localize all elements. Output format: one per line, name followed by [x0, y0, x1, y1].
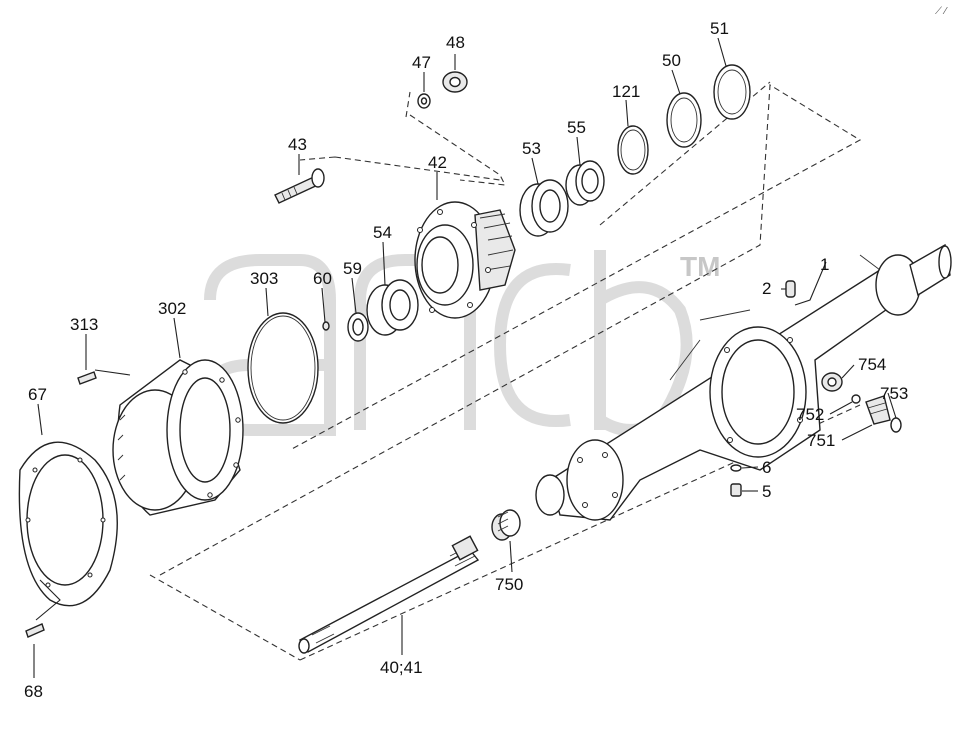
label-54: 54 [373, 223, 392, 242]
axle-housing [535, 243, 952, 521]
planet-carrier-drum [112, 359, 244, 516]
outer-bearing [519, 179, 569, 237]
label-51: 51 [710, 19, 729, 38]
hub-group-outline [299, 91, 506, 186]
label-750: 750 [495, 575, 523, 594]
seal-ring-50 [666, 92, 702, 148]
label-754: 754 [858, 355, 886, 374]
label-42: 42 [428, 153, 447, 172]
spacer-ring [565, 160, 605, 206]
label-302: 302 [158, 299, 186, 318]
lock-washer [347, 312, 369, 342]
seal-ring-51 [713, 64, 751, 120]
label-121: 121 [612, 82, 640, 101]
label-313: 313 [70, 315, 98, 334]
fitting-nut [821, 372, 843, 392]
small-screw [322, 321, 330, 331]
inner-bearing [366, 279, 419, 336]
wheel-stud [274, 168, 325, 204]
label-752: 752 [796, 405, 824, 424]
snap-ring-121 [617, 125, 649, 175]
fitting-ring [890, 417, 902, 433]
fitting-valve [865, 395, 891, 425]
leader-lines [33, 37, 897, 678]
corner-mark: ⟋ ⁄ [935, 6, 948, 17]
washer-47 [417, 93, 431, 109]
label-67: 67 [28, 385, 47, 404]
wheel-hub [414, 201, 516, 319]
gasket [18, 441, 118, 607]
label-2: 2 [762, 279, 771, 298]
spline-sleeve [491, 509, 521, 541]
label-5: 5 [762, 482, 771, 501]
label-53: 53 [522, 139, 541, 158]
label-68: 68 [24, 682, 43, 701]
breather-plug [785, 280, 796, 298]
label-47: 47 [412, 53, 431, 72]
label-59: 59 [343, 259, 362, 278]
label-55: 55 [567, 118, 586, 137]
label-48: 48 [446, 33, 465, 52]
label-40-41: 40;41 [380, 658, 423, 677]
part-labels: 47 48 51 50 121 55 53 43 42 54 303 60 59… [24, 19, 908, 701]
label-753: 753 [880, 384, 908, 403]
label-60: 60 [313, 269, 332, 288]
o-ring [247, 312, 319, 424]
label-43: 43 [288, 135, 307, 154]
wheel-nut-48 [442, 71, 468, 93]
label-303: 303 [250, 269, 278, 288]
drain-washer [730, 464, 742, 472]
bolt-68 [25, 623, 45, 638]
label-751: 751 [807, 431, 835, 450]
label-1: 1 [820, 255, 829, 274]
label-50: 50 [662, 51, 681, 70]
watermark-trademark: TM [680, 251, 720, 282]
axle-shaft [298, 535, 480, 654]
drain-plug [730, 483, 742, 497]
label-6: 6 [762, 458, 771, 477]
bolt-313 [77, 371, 97, 385]
fitting-washer [851, 394, 861, 404]
